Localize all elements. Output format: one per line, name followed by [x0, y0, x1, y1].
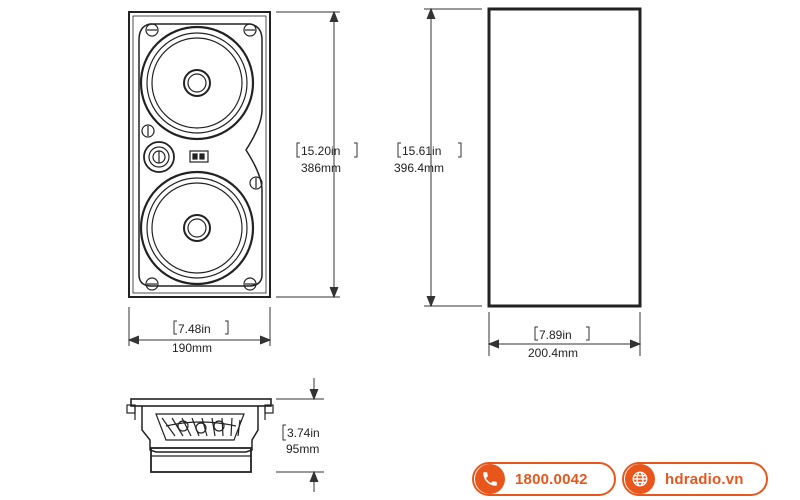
front-width-dimension — [127, 307, 272, 346]
cutout-height-in: 15.61in — [402, 144, 441, 158]
screw-icon — [249, 176, 263, 190]
cutout-height-dimension — [397, 7, 482, 308]
upper-woofer — [139, 25, 255, 141]
front-height-dimension — [276, 10, 358, 299]
side-depth-dimension — [276, 378, 324, 492]
front-width-mm: 190mm — [172, 341, 212, 355]
lower-woofer — [139, 170, 255, 286]
screw-icon — [141, 124, 155, 138]
front-height-mm: 386mm — [301, 161, 341, 175]
website-badge[interactable]: hdradio.vn — [622, 462, 768, 496]
front-height-in: 15.20in — [301, 144, 340, 158]
side-depth-in: 3.74in — [287, 426, 320, 440]
screw-icon — [145, 23, 159, 37]
cutout-width-mm: 200.4mm — [528, 346, 578, 360]
front-width-in: 7.48in — [178, 322, 211, 336]
phone-badge[interactable]: 1800.0042 — [472, 462, 616, 496]
tweeter — [143, 141, 175, 173]
screw-icon — [243, 277, 257, 291]
level-switch — [189, 150, 209, 163]
phone-icon — [475, 464, 505, 494]
screw-icon — [145, 277, 159, 291]
phone-number: 1800.0042 — [515, 470, 588, 488]
side-view — [126, 398, 274, 473]
cutout-width-dimension — [487, 312, 642, 356]
side-depth-mm: 95mm — [286, 442, 319, 456]
cutout-outline — [487, 7, 642, 308]
cutout-height-mm: 396.4mm — [394, 161, 444, 175]
cutout-width-in: 7.89in — [539, 328, 572, 342]
screw-icon — [243, 23, 257, 37]
website-url: hdradio.vn — [665, 470, 744, 488]
globe-icon — [625, 464, 655, 494]
front-view — [128, 11, 271, 298]
